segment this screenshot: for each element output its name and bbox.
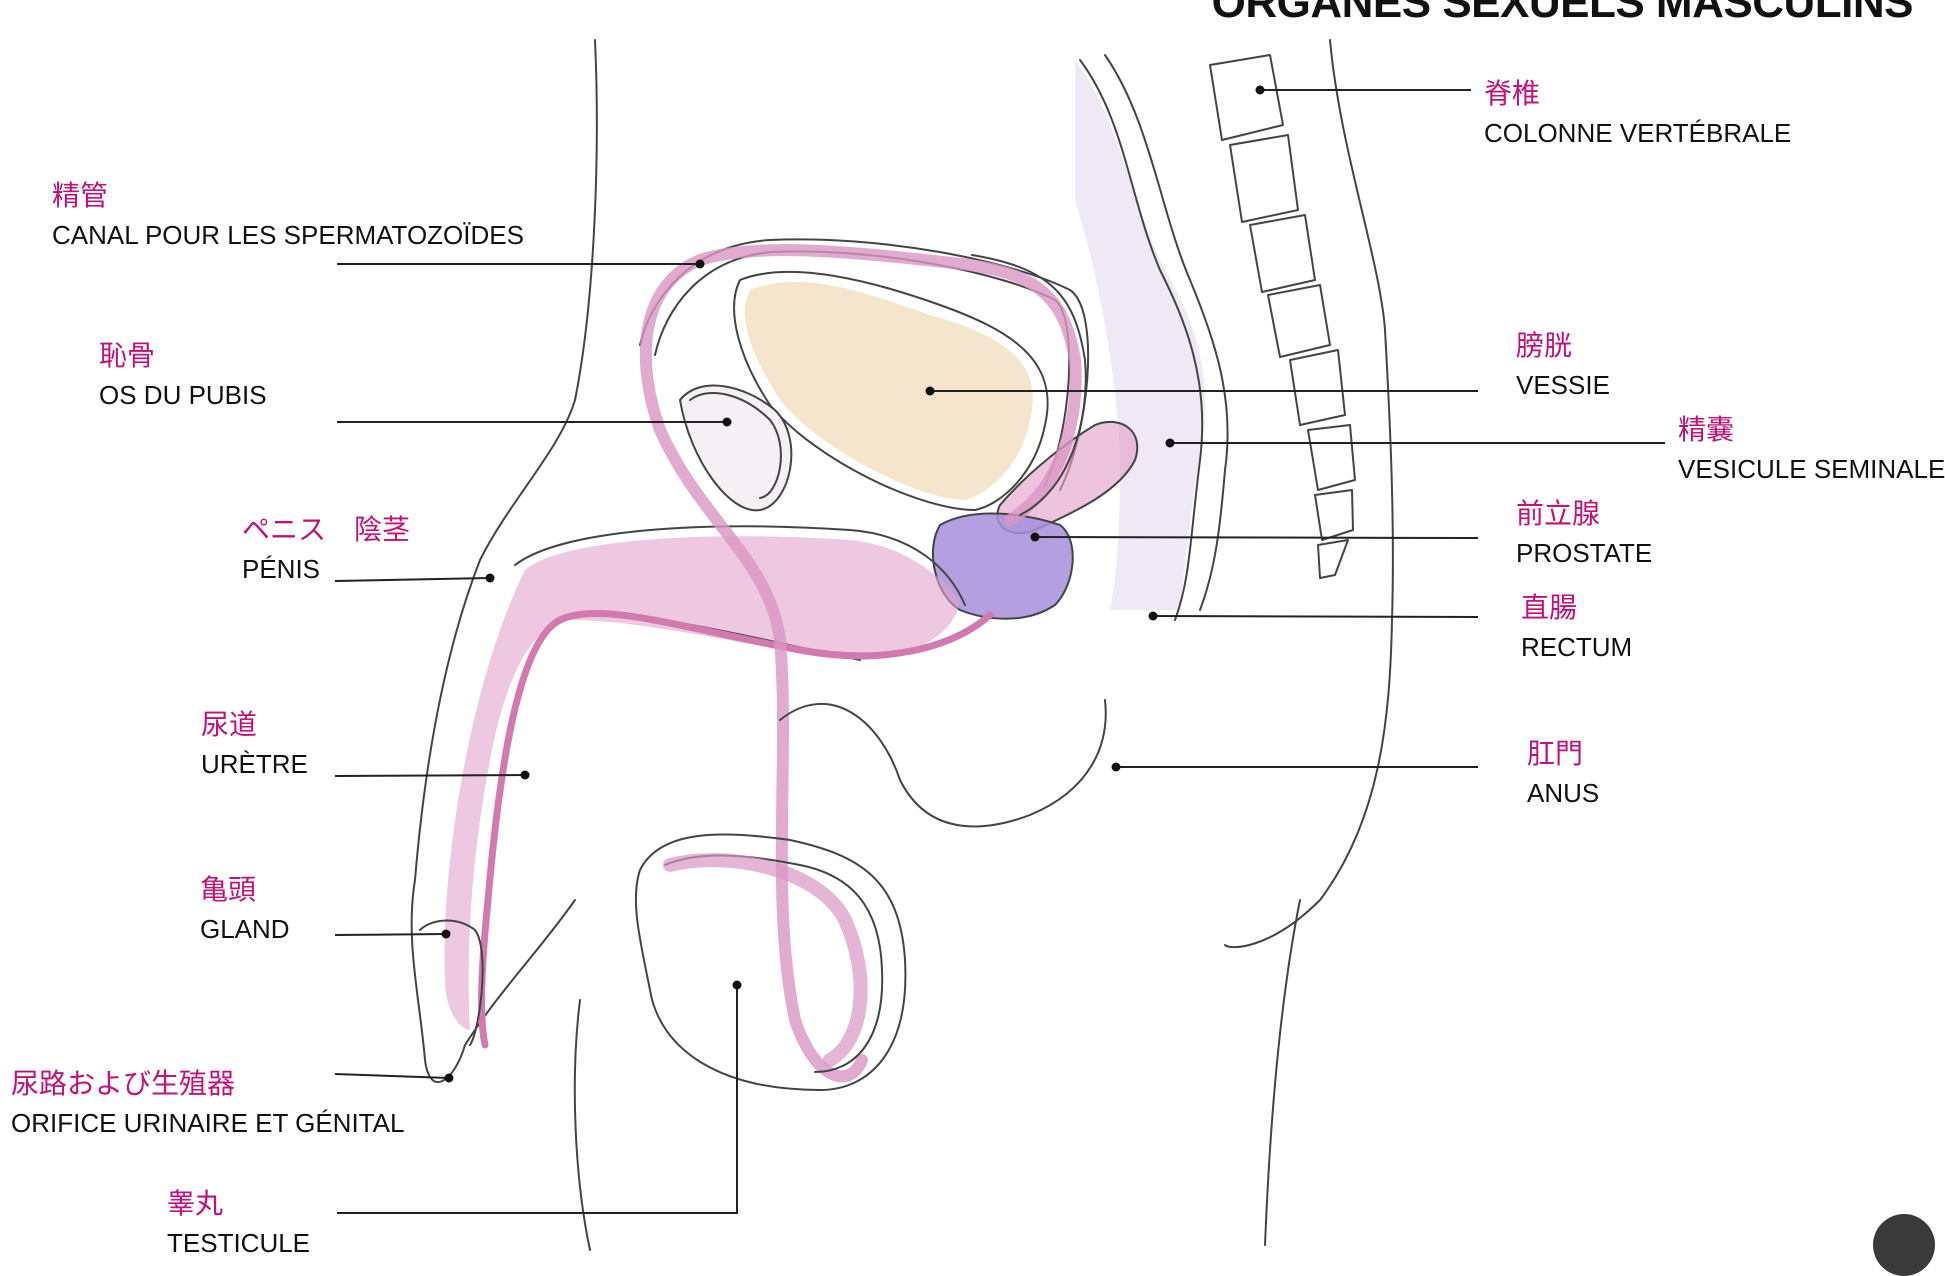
label-vas-deferens-fr: CANAL POUR LES SPERMATOZOÏDES [52,219,524,252]
label-penis-fr: PÉNIS [242,553,410,586]
label-glans-jp: 亀頭 [200,872,290,907]
label-spine: 脊椎 COLONNE VERTÉBRALE [1484,76,1791,150]
vertebrae [1210,55,1355,578]
label-prostate: 前立腺 PROSTATE [1516,496,1652,570]
label-prostate-fr: PROSTATE [1516,537,1652,570]
label-anus-fr: ANUS [1527,777,1599,810]
label-rectum-jp: 直腸 [1521,590,1632,625]
label-pubis-jp: 恥骨 [99,338,267,373]
penis-tube-fill [444,536,960,1030]
label-testicle: 睾丸 TESTICULE [167,1186,310,1260]
label-bladder-jp: 膀胱 [1516,328,1610,363]
label-anus-jp: 肛門 [1527,736,1599,771]
label-orifice-jp: 尿路および生殖器 [11,1066,404,1101]
leader-glans [335,934,446,935]
label-glans-fr: GLAND [200,913,290,946]
corner-logo [1873,1214,1935,1276]
label-spine-jp: 脊椎 [1484,76,1791,111]
label-urethra-fr: URÈTRE [201,748,308,781]
leader-urethra [335,775,525,776]
pelvic-lavender-area [1075,60,1205,610]
label-urethra: 尿道 URÈTRE [201,707,308,781]
label-pubis-fr: OS DU PUBIS [99,379,267,412]
label-spine-fr: COLONNE VERTÉBRALE [1484,117,1791,150]
label-bladder: 膀胱 VESSIE [1516,328,1610,402]
testicle-pink [670,860,861,1060]
label-orifice: 尿路および生殖器 ORIFICE URINAIRE ET GÉNITAL [11,1066,404,1140]
urethra-channel [482,613,990,1045]
label-penis: ペニス 陰茎 PÉNIS [242,512,410,586]
label-glans: 亀頭 GLAND [200,872,290,946]
leader-prostate [1035,537,1478,538]
label-anus: 肛門 ANUS [1527,736,1599,810]
label-penis-jp: ペニス 陰茎 [242,512,410,547]
label-orifice-fr: ORIFICE URINAIRE ET GÉNITAL [11,1107,404,1140]
label-rectum: 直腸 RECTUM [1521,590,1632,664]
label-pubis: 恥骨 OS DU PUBIS [99,338,267,412]
label-vas-deferens: 精管 CANAL POUR LES SPERMATOZOÏDES [52,178,524,252]
label-seminal-vesicle-jp: 精嚢 [1678,412,1945,447]
label-urethra-jp: 尿道 [201,707,308,742]
leader-rectum [1153,616,1478,617]
label-testicle-jp: 睾丸 [167,1186,310,1221]
label-seminal-vesicle: 精嚢 VESICULE SEMINALE [1678,412,1945,486]
label-vas-deferens-jp: 精管 [52,178,524,213]
label-prostate-jp: 前立腺 [1516,496,1652,531]
label-bladder-fr: VESSIE [1516,369,1610,402]
label-rectum-fr: RECTUM [1521,631,1632,664]
lower-contour [780,700,1106,826]
diagram-title: ORGANES SEXUELS MASCULINS [1212,0,1913,28]
label-seminal-vesicle-fr: VESICULE SEMINALE [1678,453,1945,486]
label-testicle-fr: TESTICULE [167,1227,310,1260]
body-outline-buttock [1265,900,1300,1245]
